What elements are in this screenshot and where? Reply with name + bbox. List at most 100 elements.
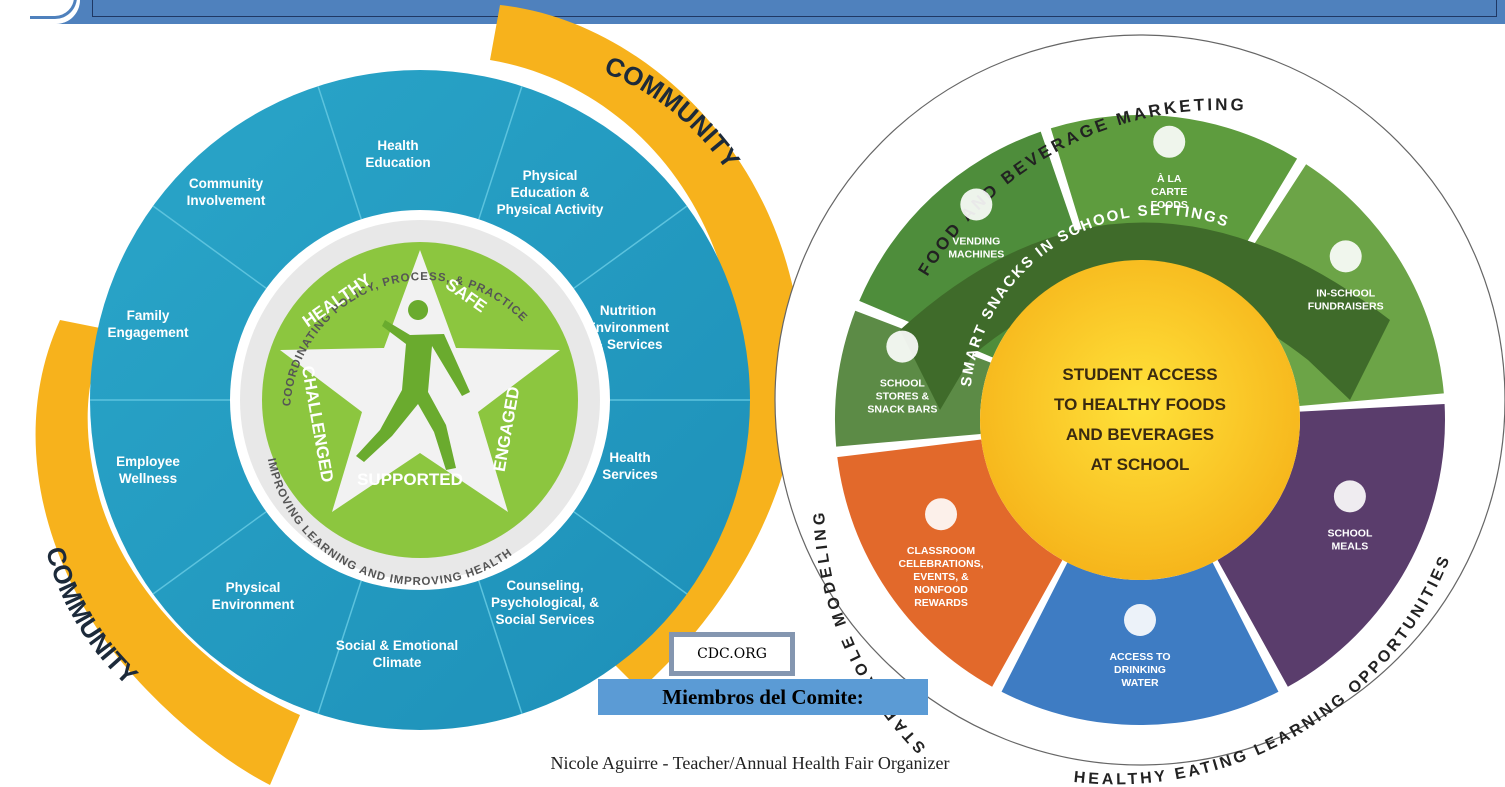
wscc-sector-label-line: Environment: [587, 320, 670, 335]
wscc-sector-label-line: Psychological, &: [491, 595, 599, 610]
wscc-sector-label-line: Social & Emotional: [336, 638, 458, 653]
vending-machine-icon: [960, 188, 993, 221]
wscc-model: COMMUNITY COMMUNITY COORDINATING POLICY,…: [35, 5, 801, 785]
wscc-sector-label-line: Community: [189, 176, 264, 191]
food-segment-label-line: CARTE: [1151, 186, 1187, 198]
award-ribbon-icon: [925, 498, 958, 531]
food-segment-label-line: STORES &: [876, 391, 930, 403]
food-segment-label-line: FOODS: [1151, 199, 1188, 211]
food-segment-label-line: CELEBRATIONS,: [899, 558, 984, 570]
meal-tray-icon: [1333, 480, 1366, 513]
food-segment-label-line: REWARDS: [914, 597, 968, 609]
member-entry: Nicole Aguirre - Teacher/Annual Health F…: [550, 753, 950, 773]
members-title-bar: Miembros del Comite:: [598, 679, 928, 715]
water-drop-icon: [1124, 604, 1156, 636]
food-segment-label-line: SCHOOL: [1327, 527, 1373, 539]
wscc-sector-label-line: Physical Activity: [497, 202, 604, 217]
sector-divider: [317, 580, 363, 715]
wscc-sector-label-line: Involvement: [187, 193, 266, 208]
wscc-sector-label-line: Health: [609, 450, 650, 465]
food-segment-label-line: À LA: [1157, 172, 1182, 185]
food-segment: [837, 439, 1063, 687]
wscc-sector-label-line: Physical: [523, 168, 578, 183]
wscc-sector-label-line: Employee: [116, 454, 180, 469]
title-frame: [92, 0, 1497, 17]
sector-divider: [477, 580, 523, 715]
food-segment: [1001, 562, 1279, 726]
food-segment-label-line: DRINKING: [1114, 664, 1166, 676]
top-banner: [0, 0, 1505, 24]
food-segment-label-line: FUNDRAISERS: [1308, 300, 1384, 312]
food-center-text-line: STUDENT ACCESS: [1062, 365, 1217, 384]
wscc-sector-label-line: Family: [127, 308, 170, 323]
sector-divider: [573, 511, 688, 595]
food-segment-label-line: WATER: [1121, 677, 1159, 689]
wscc-sector-label-line: Physical: [226, 580, 281, 595]
apple-icon: [1153, 125, 1186, 158]
food-center-text-line: AT SCHOOL: [1091, 455, 1190, 474]
members-title: Miembros del Comite:: [662, 684, 864, 709]
wscc-sector-label-line: Engagement: [107, 325, 189, 340]
community-swoosh-bottom: [35, 320, 301, 785]
sector-divider: [477, 85, 523, 220]
food-segment: [1217, 404, 1445, 687]
food-segment-label-line: MACHINES: [948, 248, 1004, 260]
food-center-text-line: TO HEALTHY FOODS: [1054, 395, 1226, 414]
logo-corner: [0, 0, 80, 24]
food-segment: [835, 310, 991, 447]
food-segment-label-line: NONFOOD: [914, 584, 968, 596]
wscc-sector-label-line: Climate: [373, 655, 422, 670]
jumping-person-icon: [356, 300, 470, 470]
sector-divider: [152, 511, 267, 595]
food-segment-label-line: EVENTS, &: [913, 571, 969, 583]
food-center-text: STUDENT ACCESS TO HEALTHY FOODS AND BEVERA…: [1054, 365, 1226, 474]
star-word: SUPPORTED: [357, 470, 463, 489]
food-segment-label-line: CLASSROOM: [907, 545, 976, 557]
wscc-sector-label-line: Education: [365, 155, 430, 170]
food-segment-label-line: IN-SCHOOL: [1316, 287, 1376, 299]
sector-divider: [317, 85, 363, 220]
smart-snacks-band: [900, 222, 1390, 410]
food-segment-label-line: VENDING: [952, 235, 1000, 247]
food-segment-label-line: SCHOOL: [880, 378, 926, 390]
wscc-sector-label-line: Education &: [511, 185, 590, 200]
wscc-sector-label: Counseling, Psychological, & Social Servic…: [491, 578, 599, 627]
cdc-label: CDC.ORG: [697, 646, 767, 662]
wscc-sector-label-line: & Services: [593, 337, 662, 352]
food-center-text-line: AND BEVERAGES: [1066, 425, 1214, 444]
wscc-sector-label-line: Wellness: [119, 471, 177, 486]
wscc-sector-label-line: Health: [377, 138, 418, 153]
wscc-sector-label-line: Environment: [212, 597, 295, 612]
food-segment-label-line: MEALS: [1332, 540, 1369, 552]
sector-divider: [573, 205, 688, 289]
food-model: SMART SNACKS IN SCHOOL SETTINGS FOOD AND…: [774, 34, 1505, 787]
sector-divider: [152, 205, 267, 289]
wscc-sector-label-line: Social Services: [495, 612, 594, 627]
wscc-sector-label-line: Nutrition: [600, 303, 656, 318]
wscc-sector-label-line: Services: [602, 467, 658, 482]
wscc-sector-label-line: Counseling,: [506, 578, 583, 593]
money-icon: [1329, 240, 1362, 273]
food-segment-label-line: SNACK BARS: [867, 404, 937, 416]
food-center-circle: [980, 260, 1300, 580]
food-segment-label-line: ACCESS TO: [1109, 651, 1170, 663]
cdc-source-box: CDC.ORG: [669, 632, 795, 676]
store-icon: [886, 330, 919, 363]
